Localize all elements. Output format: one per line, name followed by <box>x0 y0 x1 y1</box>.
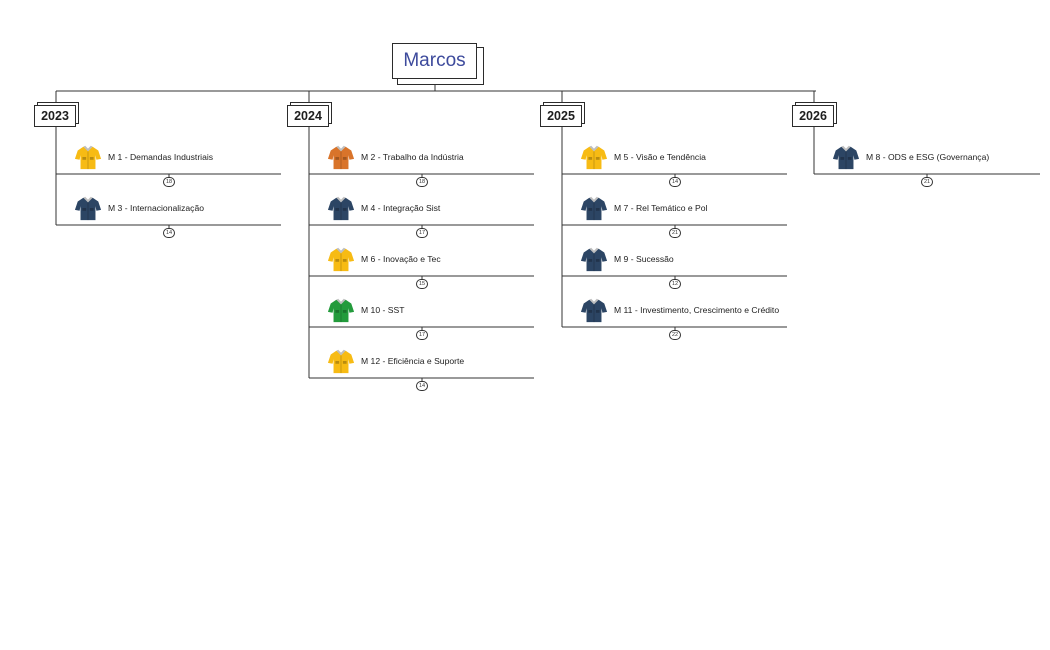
milestone-label: M 2 - Trabalho da Indústria <box>361 152 464 162</box>
shirt-icon <box>580 194 614 222</box>
year-label: 2023 <box>34 105 76 127</box>
count-badge: 12 <box>669 279 681 289</box>
root-node: Marcos <box>392 43 477 79</box>
shirt-icon <box>327 296 361 324</box>
shirt-icon <box>580 143 614 171</box>
milestone-item[interactable]: M 10 - SST <box>327 294 404 326</box>
milestone-item[interactable]: M 11 - Investimento, Crescimento e Crédi… <box>580 294 779 326</box>
shirt-icon <box>580 245 614 273</box>
count-badge: 17 <box>416 330 428 340</box>
year-label: 2025 <box>540 105 582 127</box>
milestone-label: M 10 - SST <box>361 305 405 315</box>
year-node-2025: 2025 <box>540 102 585 127</box>
year-node-2023: 2023 <box>34 102 79 127</box>
milestone-item[interactable]: M 5 - Visão e Tendência <box>580 141 706 173</box>
milestone-item[interactable]: M 4 - Integração Sist <box>327 192 440 224</box>
shirt-icon <box>327 347 361 375</box>
milestone-label: M 7 - Rel Temático e Pol <box>614 203 708 213</box>
milestone-label: M 5 - Visão e Tendência <box>614 152 706 162</box>
milestone-label: M 6 - Inovação e Tec <box>361 254 441 264</box>
count-badge: 14 <box>163 228 175 238</box>
milestone-label: M 8 - ODS e ESG (Governança) <box>866 152 990 162</box>
shirt-icon <box>832 143 866 171</box>
year-label: 2024 <box>287 105 329 127</box>
count-badge: 21 <box>669 228 681 238</box>
count-badge: 14 <box>669 177 681 187</box>
year-label: 2026 <box>792 105 834 127</box>
milestone-item[interactable]: M 6 - Inovação e Tec <box>327 243 441 275</box>
shirt-icon <box>327 143 361 171</box>
milestone-label: M 9 - Sucessão <box>614 254 674 264</box>
milestone-label: M 1 - Demandas Industriais <box>108 152 214 162</box>
shirt-icon <box>327 194 361 222</box>
count-badge: 22 <box>669 330 681 340</box>
milestone-item[interactable]: M 1 - Demandas Industriais <box>74 141 213 173</box>
milestone-label: M 11 - Investimento, Crescimento e Crédi… <box>614 305 780 315</box>
shirt-icon <box>74 194 108 222</box>
milestone-item[interactable]: M 9 - Sucessão <box>580 243 674 275</box>
milestone-item[interactable]: M 8 - ODS e ESG (Governança) <box>832 141 989 173</box>
milestone-item[interactable]: M 2 - Trabalho da Indústria <box>327 141 464 173</box>
milestone-label: M 3 - Internacionalização <box>108 203 205 213</box>
count-badge: 18 <box>416 177 428 187</box>
count-badge: 15 <box>416 279 428 289</box>
count-badge: 18 <box>163 177 175 187</box>
year-node-2024: 2024 <box>287 102 332 127</box>
year-node-2026: 2026 <box>792 102 837 127</box>
count-badge: 17 <box>416 228 428 238</box>
milestone-item[interactable]: M 12 - Eficiência e Suporte <box>327 345 464 377</box>
milestone-item[interactable]: M 7 - Rel Temático e Pol <box>580 192 707 224</box>
count-badge: 21 <box>921 177 933 187</box>
milestone-label: M 12 - Eficiência e Suporte <box>361 356 465 366</box>
count-badge: 14 <box>416 381 428 391</box>
shirt-icon <box>74 143 108 171</box>
milestone-item[interactable]: M 3 - Internacionalização <box>74 192 204 224</box>
milestone-label: M 4 - Integração Sist <box>361 203 441 213</box>
shirt-icon <box>327 245 361 273</box>
shirt-icon <box>580 296 614 324</box>
